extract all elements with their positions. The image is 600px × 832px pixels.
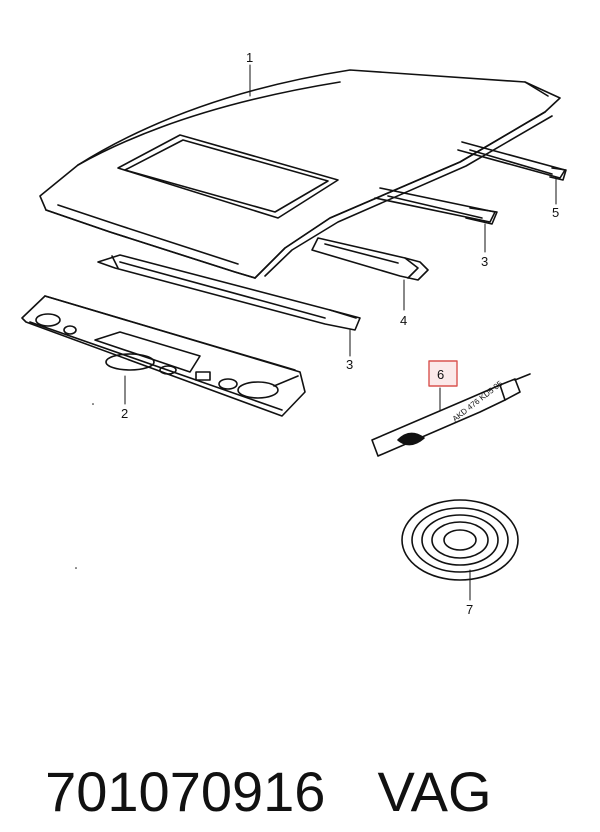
leader-lines bbox=[124, 64, 557, 601]
tube-marking: AKD 476 KD5 05 bbox=[451, 379, 505, 424]
brand-label: VAG bbox=[377, 760, 492, 823]
callout-5: 5 bbox=[552, 205, 559, 220]
seal-coil bbox=[401, 499, 519, 581]
callout-4: 4 bbox=[400, 313, 407, 328]
callout-7: 7 bbox=[466, 602, 473, 617]
callout-labels: 1 5 3 4 3 2 7 bbox=[121, 50, 559, 617]
callout-3-upper: 3 bbox=[481, 254, 488, 269]
cross-member-lower bbox=[97, 254, 361, 331]
callout-6: 6 bbox=[437, 367, 444, 382]
cross-member-upper bbox=[374, 187, 498, 225]
callout-1: 1 bbox=[246, 50, 253, 65]
roof-bow bbox=[311, 237, 429, 281]
part-number: 701070916 bbox=[45, 760, 326, 823]
front-cross-panel bbox=[21, 295, 306, 417]
roof-panel bbox=[39, 69, 561, 279]
roof-parts-diagram: AKD 476 KD5 05 1 5 3 4 3 bbox=[21, 50, 567, 617]
footer: 701070916 VAG bbox=[14, 672, 491, 823]
callout-6-highlight: 6 bbox=[428, 360, 458, 387]
callout-3-lower: 3 bbox=[346, 357, 353, 372]
callout-2: 2 bbox=[121, 406, 128, 421]
